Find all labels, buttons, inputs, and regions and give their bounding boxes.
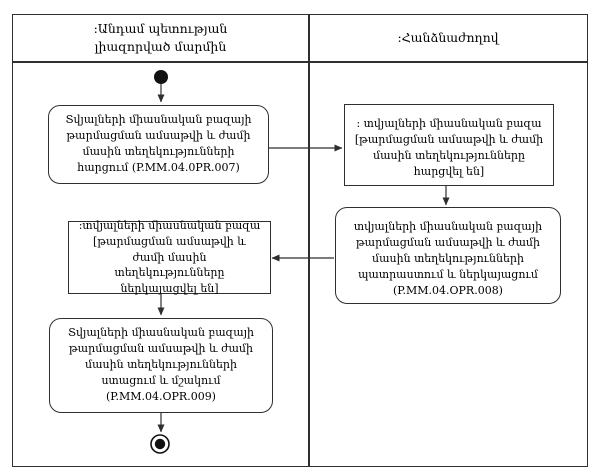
object-node-db-info-requested-label: : տվյալների միասնական բազա [թարմացման ամ…	[354, 117, 544, 178]
activity-diagram-frame: :Անդամ պետության լիազորված մարմին :Հանձն…	[12, 14, 588, 467]
object-node-db-info-requested: : տվյալների միասնական բազա [թարմացման ամ…	[344, 104, 554, 186]
swimlane-divider	[308, 15, 310, 466]
swimlane-header-member-state: :Անդամ պետության լիազորված մարմին	[13, 15, 308, 61]
object-node-db-info-submitted: :տվյալների միասնական բազա [թարմացման ամս…	[68, 219, 271, 295]
activity-request-update-info-label: Տվյալների միասնական բազայի թարմացման ամս…	[65, 113, 252, 174]
flow-arrows-layer	[150, 70, 450, 454]
activity-prepare-submit-info: տվյալների միասնական բազայի թարմացման ամս…	[335, 207, 561, 304]
swimlane-header-separator	[13, 61, 587, 63]
swimlane-title-member-state: :Անդամ պետության լիազորված մարմին	[93, 20, 228, 54]
activity-receive-process-info: Տվյալների միասնական բազայի թարմացման ամս…	[49, 318, 273, 413]
initial-node-icon	[154, 70, 168, 84]
object-node-db-info-submitted-label: :տվյալների միասնական բազա [թարմացման ամս…	[78, 218, 261, 296]
activity-receive-process-info-label: Տվյալների միասնական բազայի թարմացման ամս…	[67, 326, 255, 403]
final-node-inner-dot	[154, 438, 166, 450]
swimlane-header-commission: :Հանձնաժողով	[309, 15, 587, 61]
activity-prepare-submit-info-label: տվյալների միասնական բազայի թարմացման ամս…	[353, 220, 543, 297]
swimlane-title-commission: :Հանձնաժողով	[397, 29, 499, 45]
final-node-icon	[150, 434, 170, 454]
activity-request-update-info: Տվյալների միասնական բազայի թարմացման ամս…	[48, 105, 269, 184]
